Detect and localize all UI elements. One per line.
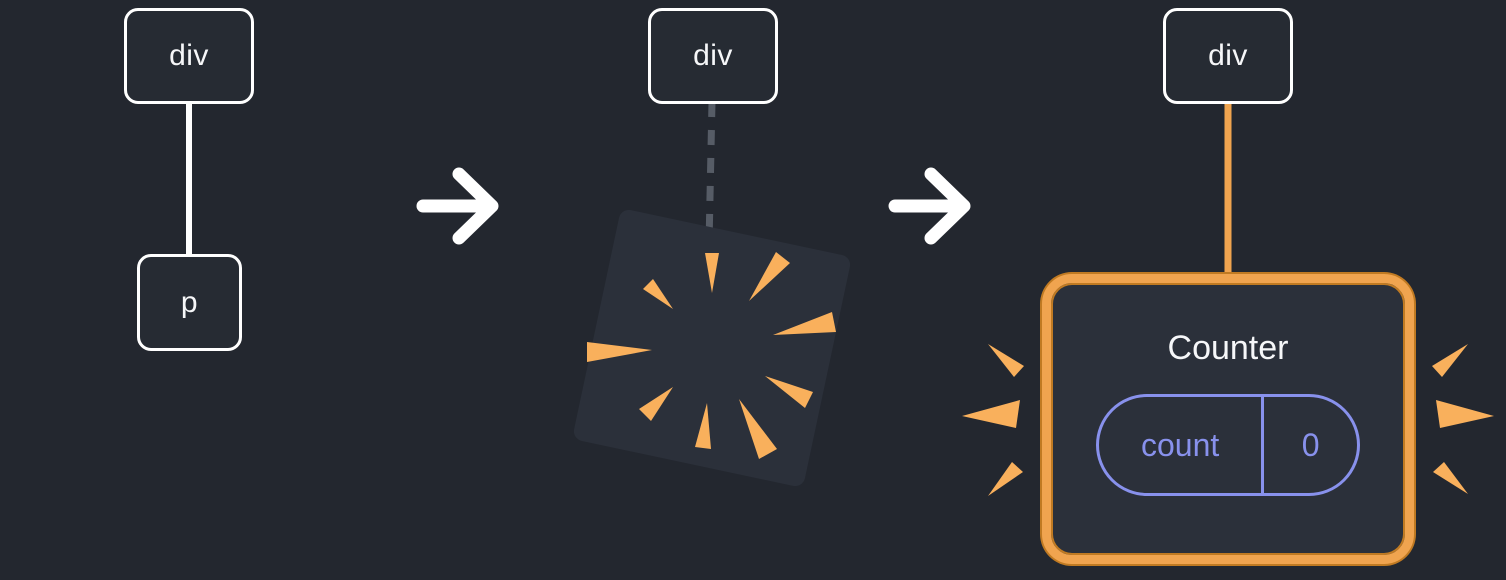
burst-spark-icon [643,279,673,309]
arrow-right-icon [888,167,971,245]
burst-spark-icon [749,252,790,301]
dom-node-label: p [180,285,199,319]
burst-spark-icon [765,376,813,408]
state-pill: count 0 [1096,394,1360,496]
dom-node-label: div [693,39,733,72]
counter-component-card: Counter count 0 [1042,274,1414,564]
burst-spark-icon [639,387,673,421]
burst-spark-icon [705,253,719,293]
explosion-square [573,209,851,487]
dom-node-div-before: div [124,8,254,104]
state-value: 0 [1301,426,1320,463]
burst-spark-icon [695,403,711,449]
burst-spark-icon [739,399,777,459]
counter-title: Counter [1167,329,1289,367]
counter-sparks [962,344,1494,496]
dashed-edge [705,101,716,245]
dom-node-label: div [1208,39,1248,72]
burst-spark-icon [587,342,652,362]
dom-node-div-transition: div [648,8,778,104]
spark-icon [1436,400,1494,428]
burst-spark-icon [773,312,836,335]
spark-icon [962,400,1020,428]
state-key: count [1140,426,1220,463]
spark-icon [988,462,1023,496]
dom-node-div-after: div [1163,8,1293,104]
spark-icon [988,344,1024,377]
dom-node-label: div [169,39,209,72]
dom-node-p: p [137,254,242,351]
state-pill-divider [1261,397,1265,493]
arrow-right-icon [416,167,499,245]
spark-icon [1433,462,1468,494]
burst-sparks [587,252,836,459]
explosion-icon [573,209,851,487]
spark-icon [1432,344,1468,377]
